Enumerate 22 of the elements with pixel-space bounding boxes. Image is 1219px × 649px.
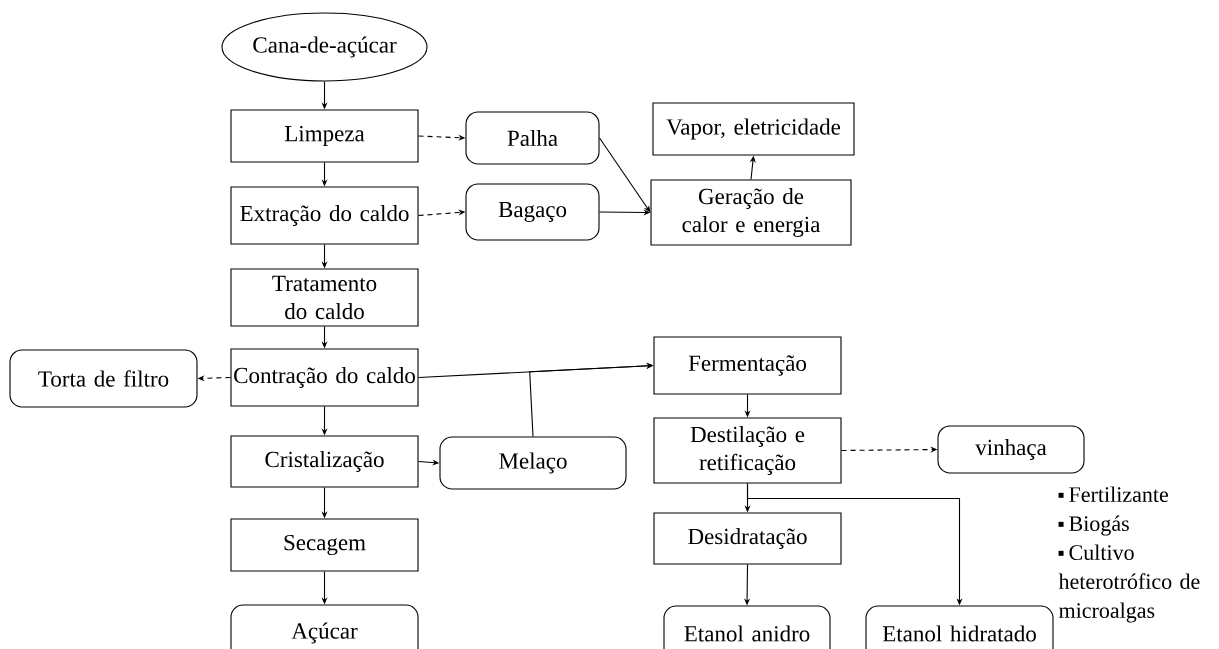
- process-box: Secagem: [230, 518, 419, 572]
- product-box: Açúcar: [230, 604, 419, 649]
- bullet-item: Biogás: [1058, 515, 1129, 536]
- process-box: Cristalização: [230, 435, 419, 488]
- product-box: Etanol anidro: [663, 605, 831, 649]
- product-box: vinhaça: [937, 425, 1085, 474]
- process-box: Fermentação: [653, 336, 842, 395]
- bullet-item: Cultivo heterotrófico de microalgas: [1058, 544, 1200, 623]
- process-box: Vapor, eletricidade: [652, 102, 855, 156]
- process-box: Contração do caldo: [230, 348, 419, 407]
- bullet-item: Fertilizante: [1058, 486, 1168, 503]
- process-box: Tratamento do caldo: [230, 268, 419, 327]
- product-box: Etanol hidratado: [865, 605, 1054, 649]
- product-box: Palha: [465, 111, 600, 165]
- product-box: Torta de filtro: [9, 349, 198, 408]
- process-box: Limpeza: [230, 109, 419, 163]
- product-box: Melaço: [439, 436, 627, 490]
- product-box: Bagaço: [465, 183, 600, 241]
- process-box: Geração de calor e energia: [650, 179, 852, 246]
- process-box: Desidratação: [653, 512, 842, 565]
- process-box: Destilação e retificação: [653, 417, 842, 484]
- process-box: Extração do caldo: [230, 186, 419, 245]
